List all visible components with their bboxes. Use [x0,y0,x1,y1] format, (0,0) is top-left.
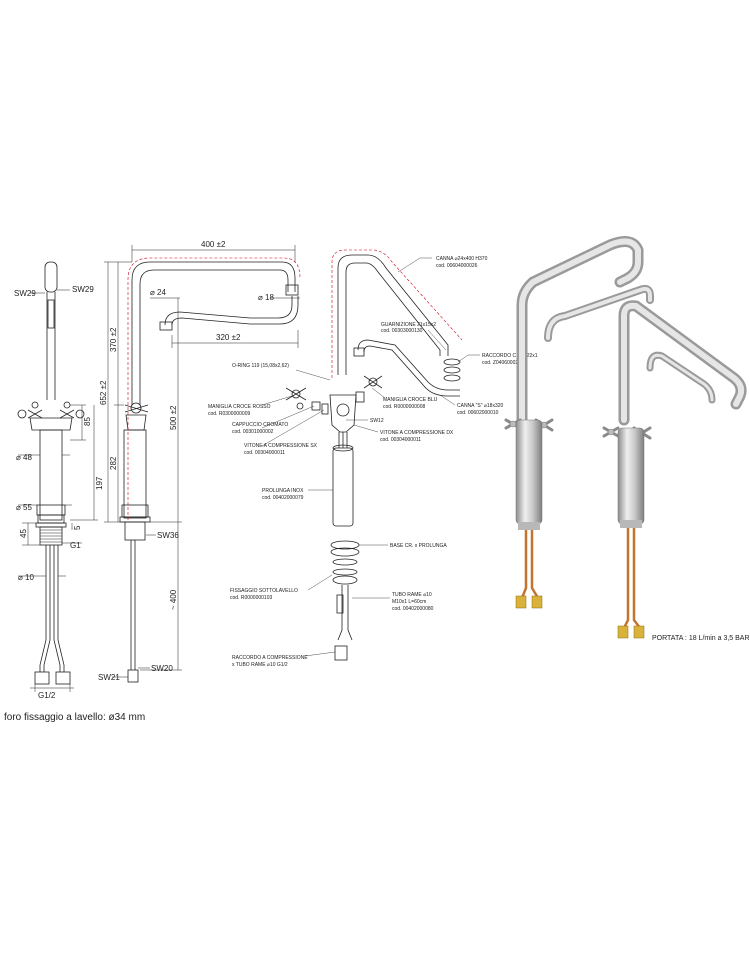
dim-85: 85 [83,417,92,426]
label-sw29-left: SW29 [14,289,36,298]
label-sw12: SW12 [370,418,384,424]
label-guarnizione-code: cod. 00303000130 [381,328,423,334]
label-cappuccio: CAPPUCCIO CROMATO [232,422,288,428]
exploded-raccordo-comp [334,645,348,661]
spout-outlet [47,299,55,329]
dim-10: ⌀ 10 [18,573,34,582]
label-maniglia-blu-code: cod. R0000000008 [383,404,425,410]
side-fitting [127,669,139,683]
dim-400-low: ~ 400 [169,589,178,610]
exploded-handle-blue [355,375,383,403]
label-vitone-dx-code: cod. 00304000011 [380,437,421,443]
label-oring: O-RING 119 (15,08x2,62) [232,363,289,369]
exploded-canna [337,254,449,375]
label-sw29-right: SW29 [72,285,94,294]
label-raccordo: RACCORDO CR. M22x1 [482,353,538,359]
front-body [39,429,63,521]
label-canna: CANNA ⌀24x400 H370 [436,256,488,262]
label-sw36: SW36 [157,531,179,540]
dim-55: ⌀ 55 [16,503,32,512]
label-maniglia-rosso: MANIGLIA CROCE ROSSO [208,404,271,410]
label-sw20: SW20 [151,664,173,673]
label-raccordo-comp: RACCORDO A COMPRESSIONE [232,655,308,661]
side-spout-outer [131,261,296,405]
dim-320: 320 ±2 [216,333,241,342]
dim-g1: G1 [70,541,81,550]
label-tubo-code: cod. 00402000080 [392,606,434,612]
dim-652: 652 ±2 [99,380,108,405]
exploded-prolunga [332,447,354,527]
front-view [17,261,98,692]
label-prolunga-code: cod. 00402000079 [262,495,304,501]
dim-45: 45 [19,529,28,538]
label-raccordo-code: cod. Z0406000207 [482,360,524,366]
label-canna-code: cod. 00604000026 [436,263,478,269]
front-handles [17,401,85,431]
exploded-handle-red [285,387,329,415]
render-view-left [504,235,654,609]
label-maniglia-blu: MANIGLIA CROCE BLU [383,397,438,403]
dim-48: ⌀ 48 [16,453,32,462]
label-prolunga: PROLUNGA INOX [262,488,304,494]
side-body [123,429,147,519]
side-handle [124,402,149,431]
dim-24: ⌀ 24 [150,288,166,297]
spout-top [44,261,58,293]
label-sw21: SW21 [98,673,120,682]
side-view [104,245,300,683]
exploded-view [261,254,480,661]
exploded-canna-s [357,339,460,391]
footer-note: foro fissaggio a lavello: ø34 mm [4,712,146,723]
label-canna-s-code: cod. 00602000010 [457,410,499,416]
dim-500: 500 ±2 [169,405,178,430]
label-vitone-sx-code: cod. 00304000011 [244,450,285,456]
dim-g12: G1/2 [38,691,56,700]
label-guarnizione: GUARNIZIONE 21x15x2 [381,322,436,328]
label-vitone-dx: VITONE A COMPRESSIONE DX [380,430,454,436]
exploded-red-outline [331,249,463,378]
dim-18: ⌀ 18 [258,293,274,302]
label-cappuccio-code: cod. 00301000002 [232,429,274,435]
label-base: BASE CR. x PROLUNGA [390,543,447,549]
dim-400-top: 400 ±2 [201,240,226,249]
label-portata: PORTATA : 18 L/min a 3,5 BAR [652,635,750,642]
dim-282: 282 [109,456,118,470]
label-canna-s: CANNA "S" ⌀18x320 [457,403,504,409]
label-raccordo-comp-spec: x TUBO RAME ⌀10 G1/2 [232,662,288,668]
render-view-right [602,300,747,639]
dim-5: 5 [73,525,82,530]
side-red-outline [127,257,301,520]
label-maniglia-rosso-code: cod. R0300000009 [208,411,250,417]
label-tubo: TUBO RAME ⌀10 [392,592,432,598]
dim-197: 197 [95,476,104,490]
dim-370: 370 ±2 [109,327,118,352]
label-fissaggio: FISSAGGIO SOTTOLAVELLO [230,588,298,594]
front-fitting-left [34,671,50,685]
label-fissaggio-code: cod. R0000000103 [230,595,272,601]
exploded-body [329,394,357,433]
label-tubo-spec: M10x1 L=60cm [392,599,426,605]
label-vitone-sx: VITONE A COMPRESSIONE SX [244,443,318,449]
side-spout-tip [285,284,299,296]
front-fitting-right [55,671,71,685]
